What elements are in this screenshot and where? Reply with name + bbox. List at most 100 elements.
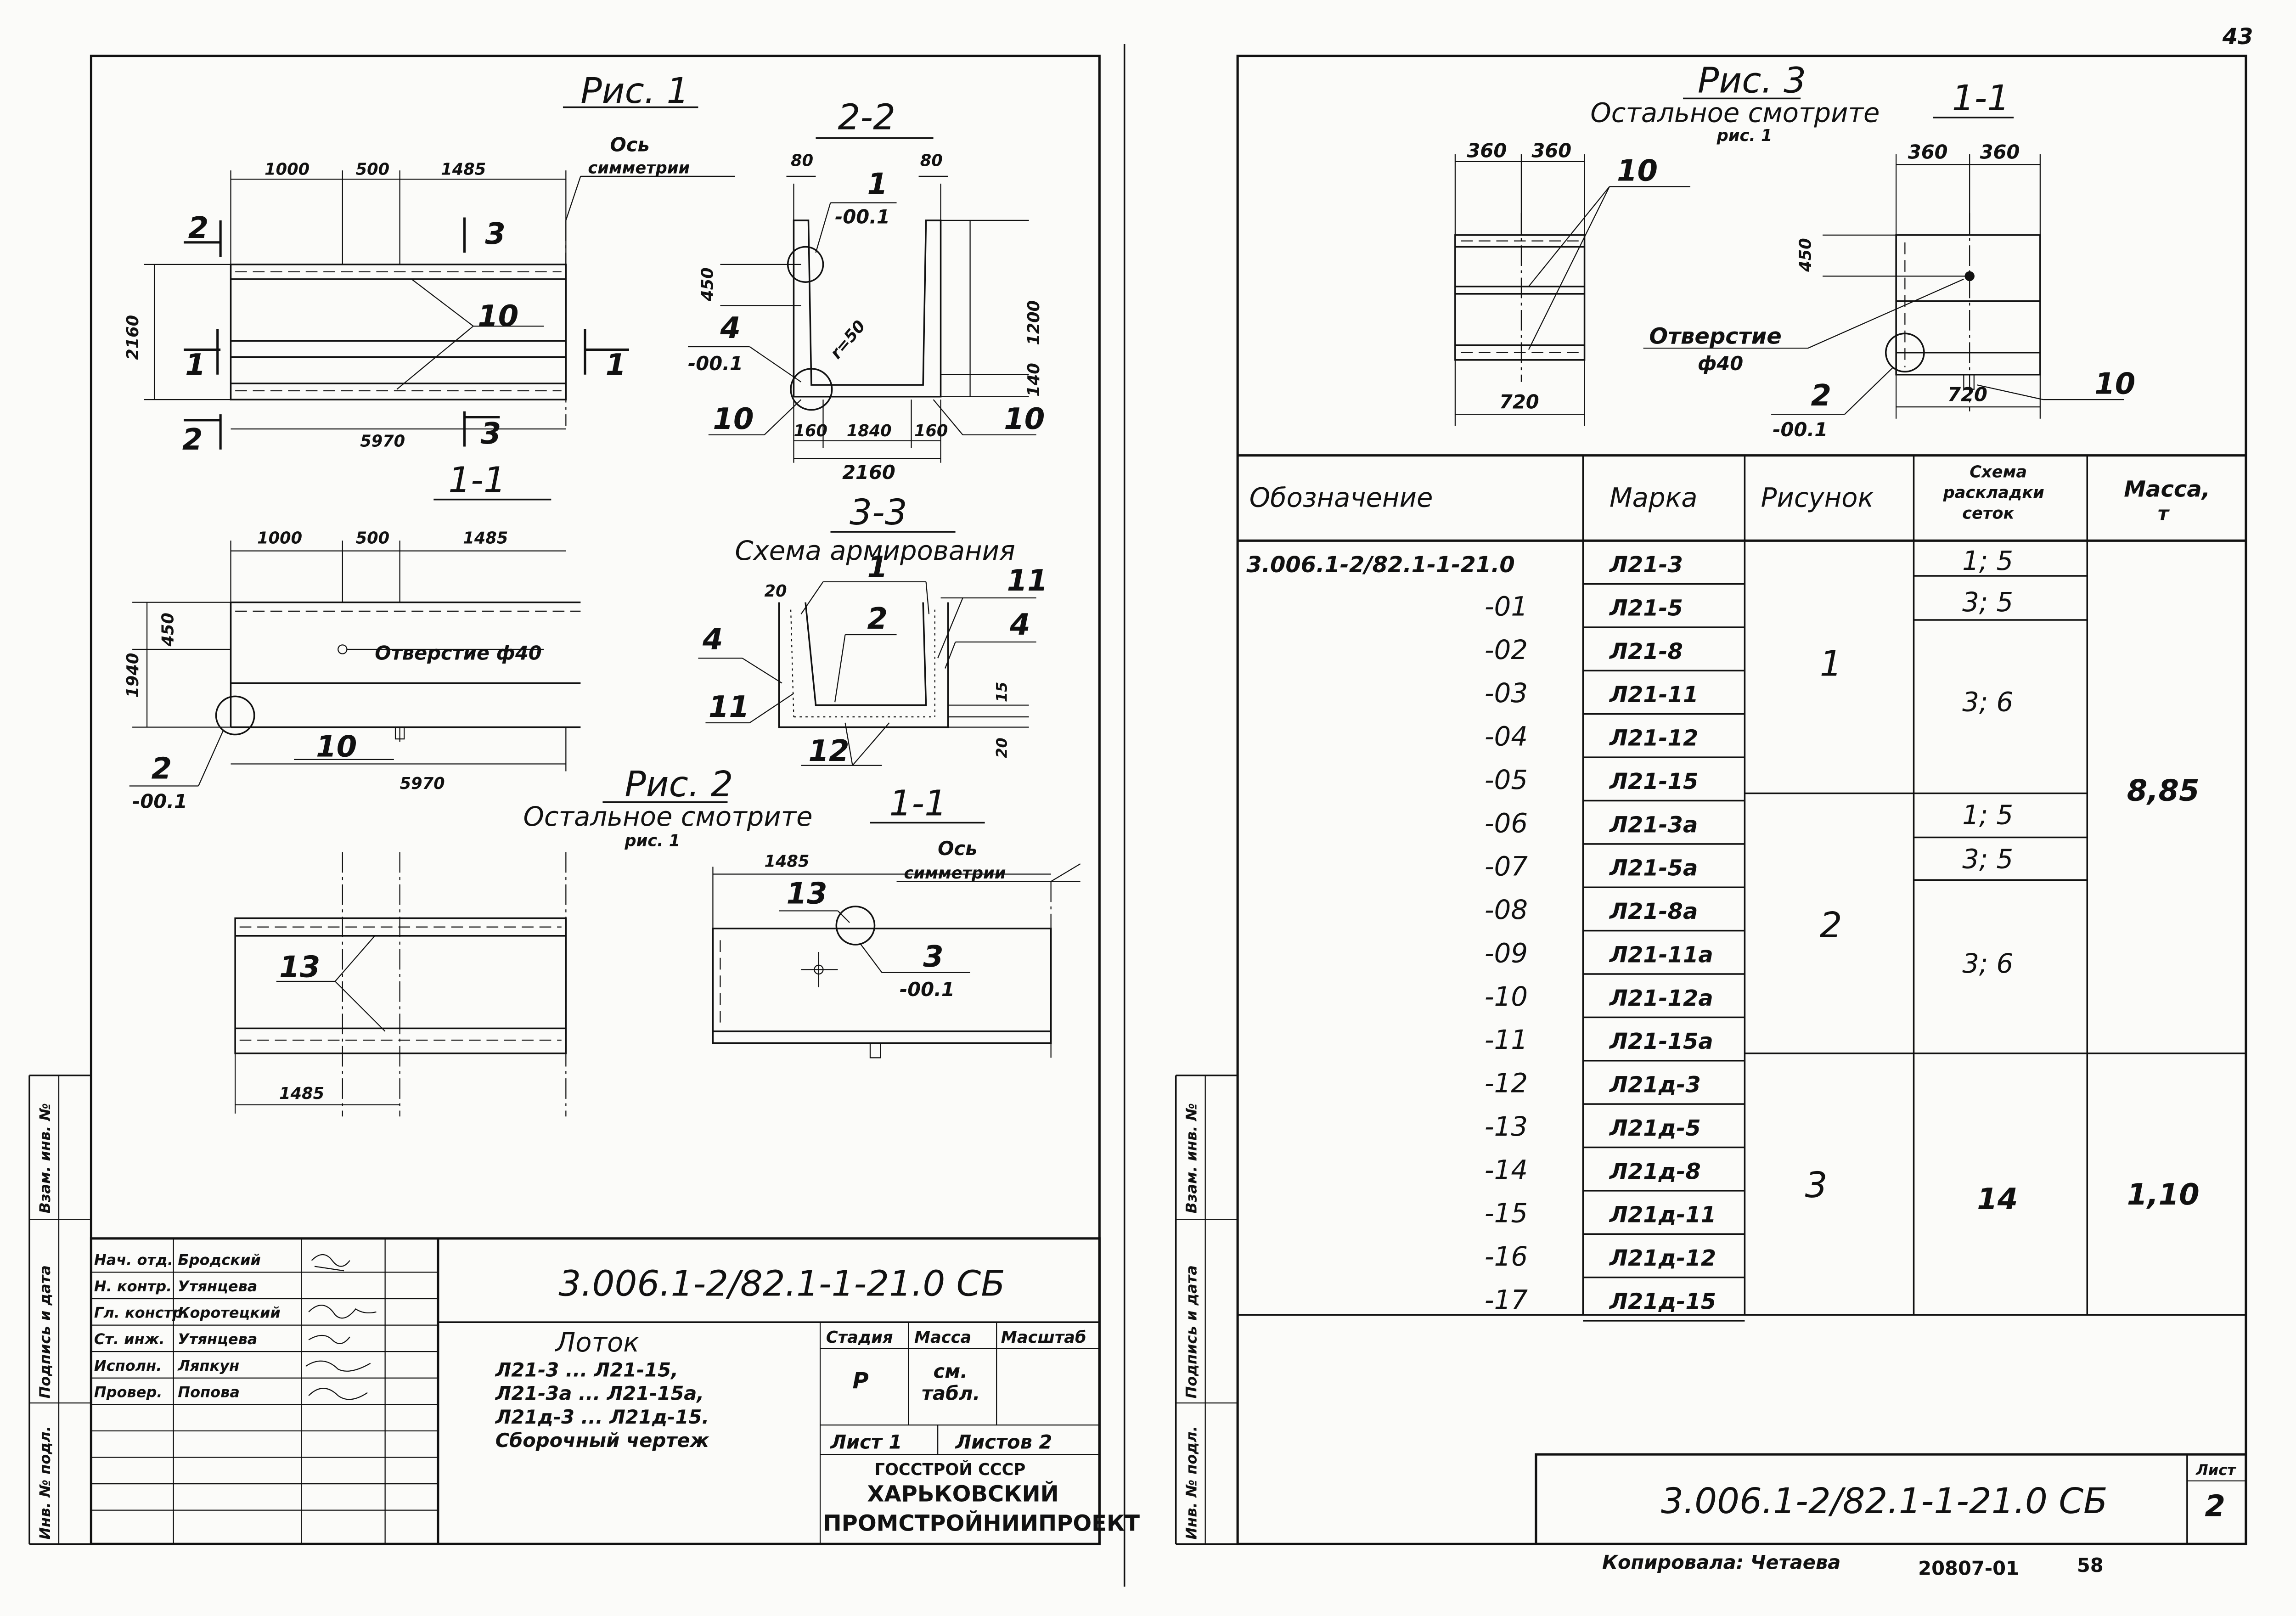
right-side-label-inv: Инв. № подл. xyxy=(1183,1426,1200,1539)
svg-text:1: 1 xyxy=(867,167,888,201)
svg-text:10: 10 xyxy=(2094,367,2135,401)
trough-profile xyxy=(793,220,942,398)
svg-text:-00.1: -00.1 xyxy=(835,205,890,228)
row-mark: Л21-3 xyxy=(1609,552,1683,578)
svg-text:1485: 1485 xyxy=(279,1084,324,1103)
svg-text:Отверстие: Отверстие xyxy=(1649,324,1781,349)
svg-text:500: 500 xyxy=(356,529,389,548)
fig2-plan: 13 1485 xyxy=(234,852,567,1117)
right-side-label-sign: Подпись и дата xyxy=(1183,1265,1200,1398)
svg-text:-00.1: -00.1 xyxy=(900,978,955,1001)
row-designation: -08 xyxy=(1485,895,1528,925)
fig3-section: 360 360 450 720 10 Отверс xyxy=(1643,141,2135,441)
svg-text:рис. 1: рис. 1 xyxy=(624,832,680,850)
svg-text:-00.1: -00.1 xyxy=(688,352,743,375)
figure-group-3: 3 xyxy=(1805,1165,1828,1206)
figure-group-1: 1 xyxy=(1820,644,1842,685)
svg-text:1: 1 xyxy=(185,348,206,382)
scheme-7: 14 xyxy=(1977,1182,2018,1216)
svg-text:80: 80 xyxy=(920,152,943,170)
row-designation: -15 xyxy=(1485,1198,1528,1229)
svg-text:1-1: 1-1 xyxy=(889,783,947,824)
row-designation: 3.006.1-2/82.1-1-21.0 xyxy=(1246,552,1514,578)
svg-text:Схема армирования: Схема армирования xyxy=(735,535,1015,566)
svg-text:1: 1 xyxy=(606,348,626,382)
svg-text:140: 140 xyxy=(1024,363,1043,396)
svg-text:10: 10 xyxy=(1004,402,1045,436)
fig2-section: 1485 Ось симметрии 13 3 -00.1 xyxy=(712,837,1081,1059)
svg-text:Бродский: Бродский xyxy=(178,1251,261,1268)
sec-3-3: 3-3 Схема армирования 20 1 2 11 4 4 xyxy=(698,492,1048,768)
mass-group-1: 8,85 xyxy=(2127,774,2200,808)
row-designation: -04 xyxy=(1485,721,1528,752)
svg-text:-00.1: -00.1 xyxy=(132,790,187,813)
right-sheet-head: Лист xyxy=(2195,1461,2237,1479)
svg-text:Ляпкун: Ляпкун xyxy=(177,1357,239,1374)
scheme-6: 3; 6 xyxy=(1962,948,2013,979)
svg-text:360: 360 xyxy=(1908,141,1948,163)
svg-text:Н. контр.: Н. контр. xyxy=(94,1278,172,1295)
svg-text:450: 450 xyxy=(698,267,717,301)
svg-text:3: 3 xyxy=(923,940,944,974)
svg-text:5970: 5970 xyxy=(400,774,445,793)
svg-text:360: 360 xyxy=(1980,141,2020,163)
svg-text:Л21-3 ... Л21-15,: Л21-3 ... Л21-15, xyxy=(495,1359,678,1381)
left-sheet: Инв. № подл. Подпись и дата Взам. инв. №… xyxy=(28,55,1140,1545)
svg-text:1485: 1485 xyxy=(441,160,486,179)
svg-text:1-1: 1-1 xyxy=(1952,78,2009,119)
scheme-2: 3; 5 xyxy=(1962,587,2013,618)
svg-text:160: 160 xyxy=(793,422,827,440)
svg-text:Утянцева: Утянцева xyxy=(178,1330,257,1348)
sec-2-2: 2-2 80 80 160 1840 160 2160 1200 140 xyxy=(688,97,1045,484)
svg-text:r=50: r=50 xyxy=(827,317,869,363)
svg-text:1: 1 xyxy=(867,551,888,585)
svg-text:10: 10 xyxy=(713,402,754,436)
svg-text:4: 4 xyxy=(702,623,723,657)
svg-text:5970: 5970 xyxy=(360,432,405,451)
row-mark: Л21-5а xyxy=(1609,856,1698,881)
svg-text:450: 450 xyxy=(1796,238,1815,272)
row-designation: -03 xyxy=(1485,678,1528,709)
svg-text:Провер.: Провер. xyxy=(94,1383,163,1401)
svg-text:13: 13 xyxy=(279,950,320,984)
row-designation: -11 xyxy=(1485,1025,1528,1055)
rebar-outer xyxy=(778,602,949,728)
svg-text:1200: 1200 xyxy=(1024,300,1043,345)
row-designation: -06 xyxy=(1485,808,1528,839)
footer-copied: Копировала: Четаева xyxy=(1602,1551,1840,1574)
scheme-3: 3; 6 xyxy=(1962,687,2013,717)
svg-text:ф40: ф40 xyxy=(1698,352,1743,375)
svg-text:2160: 2160 xyxy=(842,461,895,484)
svg-text:720: 720 xyxy=(1499,390,1539,413)
spec-table: Обозначение Марка Рисунок Схема раскладк… xyxy=(1238,454,2246,1322)
svg-text:Ст. инж.: Ст. инж. xyxy=(94,1330,165,1348)
svg-text:11: 11 xyxy=(709,690,749,724)
row-mark: Л21д-5 xyxy=(1609,1115,1701,1141)
fig2: Рис. 2 Остальное смотрите рис. 1 1-1 13 xyxy=(234,764,1081,1117)
svg-text:Стадия: Стадия xyxy=(826,1328,893,1347)
th-scheme-1: Схема xyxy=(1970,463,2027,482)
svg-text:Лист 1: Лист 1 xyxy=(830,1430,902,1453)
row-mark: Л21-11 xyxy=(1609,682,1698,708)
row-mark: Л21-15а xyxy=(1609,1029,1713,1054)
svg-text:Р: Р xyxy=(853,1368,869,1394)
svg-text:-00.1: -00.1 xyxy=(1773,418,1828,441)
svg-text:Нач. отд.: Нач. отд. xyxy=(94,1251,173,1268)
row-designation: -17 xyxy=(1485,1284,1528,1315)
row-designation: -14 xyxy=(1485,1154,1528,1185)
right-side-label-replace: Взам. инв. № xyxy=(1183,1103,1200,1213)
svg-text:1000: 1000 xyxy=(264,160,310,179)
svg-text:500: 500 xyxy=(356,160,389,179)
svg-text:ГОССТРОЙ СССР: ГОССТРОЙ СССР xyxy=(875,1460,1026,1479)
svg-text:11: 11 xyxy=(1007,564,1048,598)
svg-text:Утянцева: Утянцева xyxy=(178,1278,257,1295)
svg-text:1-1: 1-1 xyxy=(448,460,506,501)
svg-text:160: 160 xyxy=(914,422,948,440)
svg-text:13: 13 xyxy=(786,877,827,911)
svg-text:2: 2 xyxy=(152,752,172,786)
svg-text:2: 2 xyxy=(182,423,203,457)
svg-text:Масштаб: Масштаб xyxy=(1001,1328,1086,1347)
svg-text:1485: 1485 xyxy=(463,529,508,548)
fig1-section-1-1: 1-1 1000 500 1485 Отверстие ф40 xyxy=(124,460,581,813)
footer-order: 20807-01 xyxy=(1918,1557,2019,1579)
